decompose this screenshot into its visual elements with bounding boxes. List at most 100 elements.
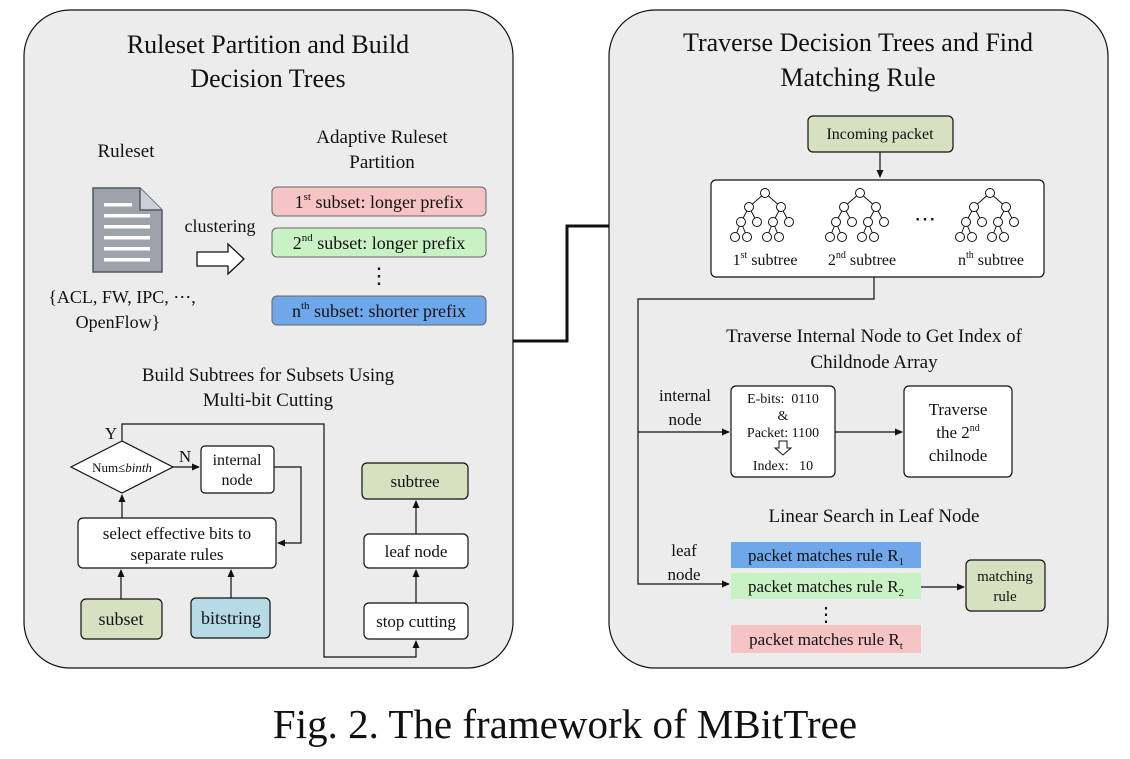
tree-node <box>744 202 754 212</box>
tree-node <box>871 202 881 212</box>
tree-node <box>1009 217 1019 227</box>
leaf-section-title: Linear Search in Leaf Node <box>768 506 979 527</box>
internal-section-title-2: Childnode Array <box>810 352 938 373</box>
tree-node <box>987 232 997 242</box>
packet-line: Packet: 1100 <box>747 426 819 441</box>
select-bits-box <box>77 517 277 569</box>
tree-node <box>985 188 995 198</box>
document-icon <box>92 187 163 273</box>
subtrees-box <box>710 179 1045 278</box>
subsets-ellipsis: ⋮ <box>368 263 390 288</box>
matching-rule-label-1: matching <box>977 569 1033 585</box>
decision-label: Num≤binth <box>92 460 152 475</box>
ebits-line: E-bits: 0110 <box>747 392 819 407</box>
tree-node <box>760 188 770 198</box>
stop-cutting-box-label: stop cutting <box>376 612 456 631</box>
subset-box-label: subset <box>99 609 144 629</box>
rule-1-label: packet matches rule R1 <box>748 546 904 568</box>
tree-node <box>762 232 772 242</box>
subset-1-label: 1st subset: longer prefix <box>295 191 464 212</box>
subtree-n-label: nth subtree <box>958 250 1024 269</box>
right-panel <box>608 9 1109 669</box>
rule-t-box <box>731 625 921 653</box>
tree-icon <box>730 188 794 242</box>
select-bits-label-2: separate rules <box>131 545 224 564</box>
tree-node <box>1001 202 1011 212</box>
and-line: & <box>778 409 789 424</box>
matching-rule-box <box>965 559 1046 612</box>
tree-node <box>825 232 835 242</box>
tree-node <box>736 217 746 227</box>
rule-1-box <box>731 542 921 568</box>
tree-node <box>855 188 865 198</box>
tree-icon <box>955 188 1019 242</box>
tree-node <box>774 232 784 242</box>
tree-node <box>768 217 778 227</box>
internal-node-side-label-2: node <box>668 410 701 429</box>
tree-node <box>857 232 867 242</box>
down-arrow-icon <box>773 440 793 456</box>
left-panel-title-2: Decision Trees <box>190 64 345 93</box>
leaf-node-box-label: leaf node <box>385 542 448 561</box>
right-connectors <box>637 277 965 591</box>
hollow-arrow-icon <box>196 242 245 276</box>
subtree-box <box>361 462 469 500</box>
tree-node <box>752 217 762 227</box>
tree-node <box>863 217 873 227</box>
subtree-2-label: 2nd subtree <box>828 250 896 269</box>
subset-n-box <box>271 295 487 326</box>
bitstring-box-label: bitstring <box>201 608 261 628</box>
figure-caption: Fig. 2. The framework of MBitTree <box>272 701 858 747</box>
build-title-2: Multi-bit Cutting <box>203 390 334 411</box>
traverse-line-2: the 2nd <box>936 423 980 442</box>
ruleset-types-2: OpenFlow} <box>76 312 161 332</box>
left-panel-title-1: Ruleset Partition and Build <box>127 30 409 59</box>
tree-node <box>961 217 971 227</box>
select-bits-label-1: select effective bits to <box>103 524 251 543</box>
rule-2-box <box>731 573 921 599</box>
build-title-1: Build Subtrees for Subsets Using <box>142 365 395 386</box>
internal-node-box <box>200 445 275 494</box>
right-panel-title-2: Matching Rule <box>780 63 935 92</box>
internal-node-label-2: node <box>221 472 252 489</box>
tree-node <box>837 232 847 242</box>
leaf-node-side-label-1: leaf <box>671 541 697 560</box>
partition-title-1: Adaptive Ruleset <box>316 127 448 148</box>
rule-2-label: packet matches rule R2 <box>748 577 904 599</box>
tree-node <box>993 217 1003 227</box>
tree-node <box>742 232 752 242</box>
framework-diagram: Ruleset Partition and Build Decision Tre… <box>23 9 1109 669</box>
right-panel-title-1: Traverse Decision Trees and Find <box>683 28 1033 57</box>
tree-node <box>969 202 979 212</box>
tree-node <box>879 217 889 227</box>
tree-node <box>977 217 987 227</box>
ruleset-label: Ruleset <box>98 141 156 162</box>
subtrees-ellipsis: ⋯ <box>914 206 936 231</box>
tree-node <box>831 217 841 227</box>
tree-node <box>847 217 857 227</box>
left-panel <box>23 9 514 669</box>
subset-2-label: 2nd subset: longer prefix <box>293 232 465 253</box>
tree-node <box>955 232 965 242</box>
tree-node <box>869 232 879 242</box>
rules-ellipsis: ⋮ <box>816 604 836 626</box>
subset-1-box <box>271 186 487 217</box>
tree-node <box>999 232 1009 242</box>
traverse-line-1: Traverse <box>929 400 988 419</box>
traverse-line-3: chilnode <box>929 446 988 465</box>
internal-node-label-1: internal <box>213 452 262 469</box>
yes-label: Y <box>105 424 117 443</box>
tree-node <box>784 217 794 227</box>
subtree-1-label: 1st subtree <box>733 250 798 269</box>
matching-rule-label-2: rule <box>993 589 1017 605</box>
subset-2-box <box>271 227 487 258</box>
ruleset-types-1: {ACL, FW, IPC, ⋯, <box>48 287 196 307</box>
leaf-node-side-label-2: node <box>667 565 700 584</box>
internal-node-side-label-1: internal <box>659 386 711 405</box>
tree-node <box>839 202 849 212</box>
clustering-label: clustering <box>185 216 256 236</box>
left-connectors <box>117 423 420 658</box>
decision-diamond <box>69 440 175 494</box>
internal-section-title-1: Traverse Internal Node to Get Index of <box>726 326 1022 347</box>
tree-icon <box>825 188 889 242</box>
